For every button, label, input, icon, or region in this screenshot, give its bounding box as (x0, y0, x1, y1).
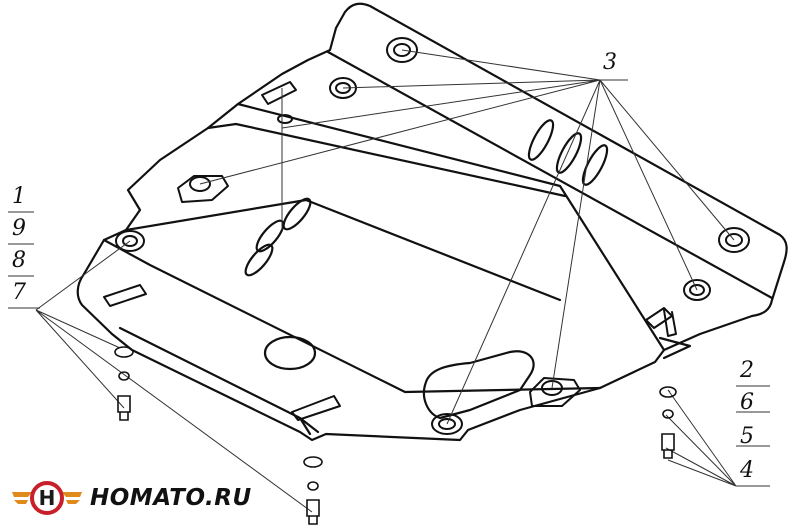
bracket-right (529, 377, 581, 407)
callout-4: 4 (740, 458, 754, 483)
plate-outline (76, 2, 788, 442)
bracket-left (177, 175, 229, 203)
callout-9: 9 (12, 216, 26, 241)
logo-text: HOMATO.RU (90, 485, 252, 511)
fold-line-inner (206, 122, 567, 198)
fasteners-right (659, 386, 677, 459)
mounting-holes (115, 37, 750, 435)
callout-5: 5 (740, 424, 754, 449)
fold-line-lower (102, 238, 602, 394)
rear-lip (658, 336, 692, 360)
svg-text:H: H (39, 486, 56, 510)
fold-line-upper (326, 50, 774, 300)
fold-line-mid (236, 102, 666, 352)
round-hole (263, 335, 317, 371)
vent-slots-left (244, 197, 312, 277)
clips (103, 81, 677, 421)
cutout-slot (422, 350, 535, 420)
callout-2: 2 (740, 358, 754, 383)
callout-8: 8 (12, 248, 26, 273)
front-lip (118, 326, 320, 436)
callout-3: 3 (603, 50, 617, 75)
homato-logo: H HOMATO.RU (10, 478, 252, 518)
callout-1: 1 (12, 184, 26, 209)
leader-lines (8, 49, 770, 513)
callout-6: 6 (740, 390, 754, 415)
callout-7: 7 (12, 280, 26, 305)
fold-line-left (124, 198, 562, 302)
fasteners-left (114, 346, 323, 525)
homato-emblem-icon: H (12, 481, 82, 515)
